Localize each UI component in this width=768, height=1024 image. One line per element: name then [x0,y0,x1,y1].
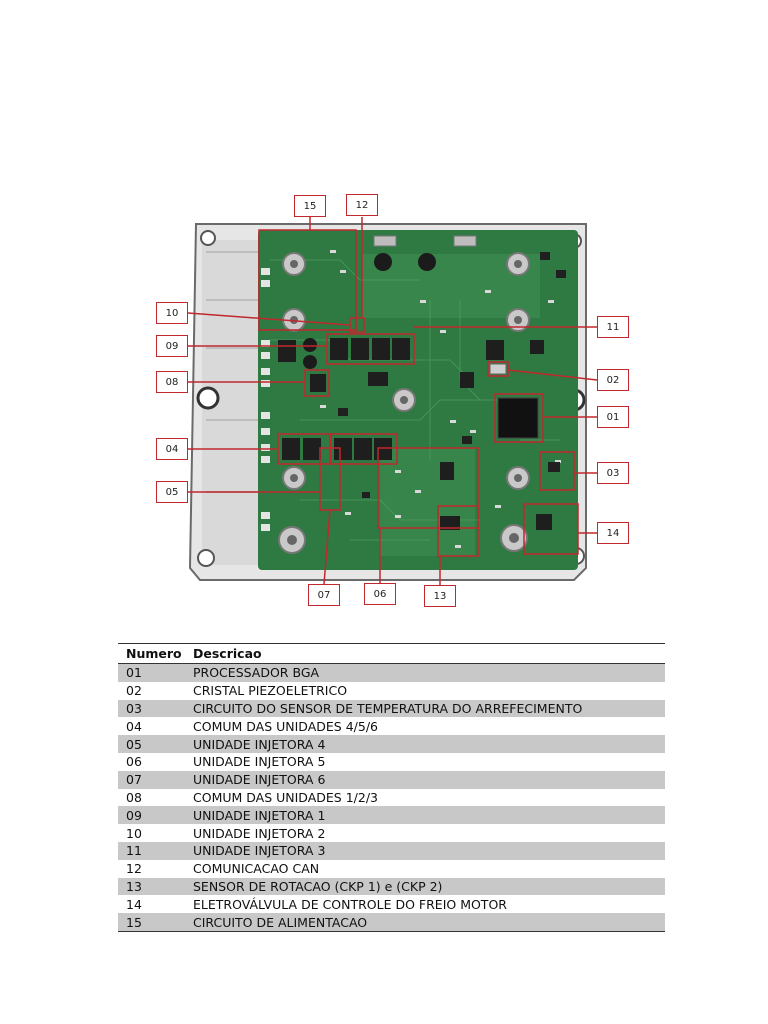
row-number: 14 [126,896,142,912]
row-number: 05 [118,735,185,753]
callout-10: 10 [156,302,188,324]
row-description: UNIDADE INJETORA 5 [193,754,326,770]
callout-13: 13 [424,585,456,607]
row-description: PROCESSADOR BGA [185,663,665,682]
row-description: ELETROVÁLVULA DE CONTROLE DO FREIO MOTOR [193,896,507,912]
callout-05: 05 [156,481,188,503]
row-number: 08 [126,789,142,805]
row-number: 13 [118,877,185,896]
row-number: 01 [118,663,185,682]
callout-09: 09 [156,335,188,357]
row-description: COMUM DAS UNIDADES 1/2/3 [193,789,378,805]
row-description: UNIDADE INJETORA 1 [185,806,665,825]
callout-15: 15 [294,195,326,217]
row-description: UNIDADE INJETORA 6 [185,770,665,789]
column-header-numero: Numero [118,643,185,664]
row-description: COMUNICACAO CAN [193,861,320,877]
table-row: 10 UNIDADE INJETORA 2 [118,824,665,842]
callout-08: 08 [156,371,188,393]
row-number: 07 [118,770,185,789]
callout-04: 04 [156,438,188,460]
row-description: UNIDADE INJETORA 2 [193,825,326,841]
column-header-descricao: Descricao [185,643,665,664]
row-description: CIRCUITO DE ALIMENTACAO [185,913,665,932]
row-number: 04 [126,718,142,734]
callout-11: 11 [597,316,629,338]
table-row: 04 COMUM DAS UNIDADES 4/5/6 [118,717,665,735]
row-description: COMUM DAS UNIDADES 4/5/6 [193,718,378,734]
table-header-row: Numero Descricao [118,643,665,664]
table-row: 02 CRISTAL PIEZOELETRICO [118,682,665,700]
callout-06: 06 [364,583,396,605]
row-description: SENSOR DE ROTACAO (CKP 1) e (CKP 2) [185,877,665,896]
callout-02: 02 [597,369,629,391]
callout-12: 12 [346,194,378,216]
row-description: UNIDADE INJETORA 4 [185,735,665,753]
ecu-board-photo [187,217,598,585]
ecu-board-figure: 15 12 10 09 08 04 05 11 02 01 03 14 07 0… [156,194,629,607]
row-number: 02 [126,683,142,699]
row-number: 03 [118,699,185,718]
table-row: 06 UNIDADE INJETORA 5 [118,753,665,771]
row-number: 12 [126,861,142,877]
row-description: CIRCUITO DO SENSOR DE TEMPERATURA DO ARR… [185,699,665,718]
table-row: 08 COMUM DAS UNIDADES 1/2/3 [118,789,665,807]
callout-01: 01 [597,406,629,428]
callout-07: 07 [308,584,340,606]
row-number: 11 [118,841,185,860]
callout-03: 03 [597,462,629,484]
row-number: 10 [126,825,142,841]
row-description: UNIDADE INJETORA 3 [185,841,665,860]
row-description: CRISTAL PIEZOELETRICO [193,683,348,699]
callout-14: 14 [597,522,629,544]
table-row: 12 COMUNICACAO CAN [118,860,665,878]
row-number: 15 [118,913,185,932]
table-row: 14 ELETROVÁLVULA DE CONTROLE DO FREIO MOT… [118,895,665,913]
row-number: 06 [126,754,142,770]
row-number: 09 [118,806,185,825]
